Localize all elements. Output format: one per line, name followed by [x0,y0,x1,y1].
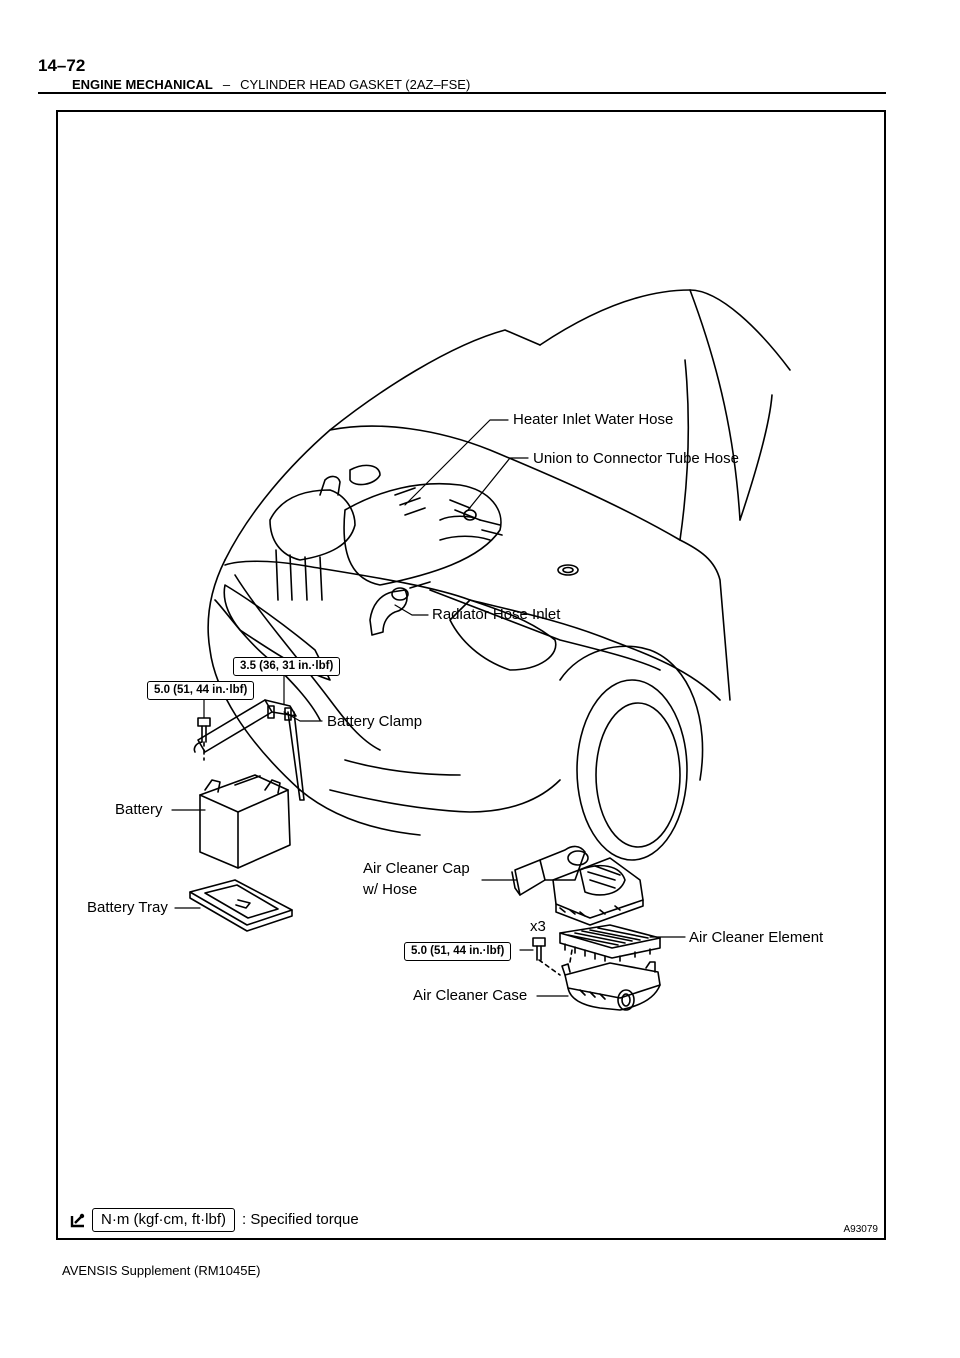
battery-clamp-illustration [193,699,305,801]
heater-inlet-water-hose-label: Heater Inlet Water Hose [513,411,674,428]
union-to-connector-tube-hose-label: Union to Connector Tube Hose [533,450,739,467]
air-cleaner-cap-label-line2: w/ Hose [363,881,418,898]
air-cleaner-bolt-torque: 5.0 (51, 44 in.·lbf) [404,942,512,961]
air-cleaner-element-illustration [559,924,661,962]
air-cleaner-cap-label-line1: Air Cleaner Cap [363,860,470,877]
car-illustration [207,289,791,861]
air-cleaner-case-illustration [532,937,661,1011]
battery-clamp-label: Battery Clamp [327,713,423,730]
air-cleaner-element-label: Air Cleaner Element [689,929,824,946]
battery-clamp-bolt-torque: 5.0 (51, 44 in.·lbf) [147,681,255,700]
battery-clamp-nut-torque: 3.5 (36, 31 in.·lbf) [233,657,341,676]
air-cleaner-case-label: Air Cleaner Case [413,987,528,1004]
torque-unit-legend: N·m (kgf·cm, ft·lbf) [92,1208,235,1232]
section-title: ENGINE MECHANICAL [72,77,213,92]
footer-text: AVENSIS Supplement (RM1045E) [62,1263,261,1278]
figure-id: A93079 [843,1224,878,1235]
page-header: ENGINE MECHANICAL–CYLINDER HEAD GASKET (… [72,77,470,92]
battery-tray-label: Battery Tray [87,899,168,916]
battery-label: Battery [115,801,163,818]
torque-wrench-icon [70,1213,85,1228]
air-cleaner-cap-illustration [511,845,644,926]
page-number: 14–72 [38,56,86,75]
subsection-title: CYLINDER HEAD GASKET (2AZ–FSE) [240,77,471,92]
battery-tray-illustration [189,879,293,932]
figure-frame [56,110,886,1240]
header-rule [38,92,886,94]
header-separator: – [222,77,231,92]
battery-illustration [199,774,291,869]
leader-lines [171,419,686,997]
radiator-hose-inlet-label: Radiator Hose Inlet [432,606,561,623]
bolt-count-label: x3 [530,918,546,935]
specified-torque-legend-text: : Specified torque [242,1211,359,1228]
